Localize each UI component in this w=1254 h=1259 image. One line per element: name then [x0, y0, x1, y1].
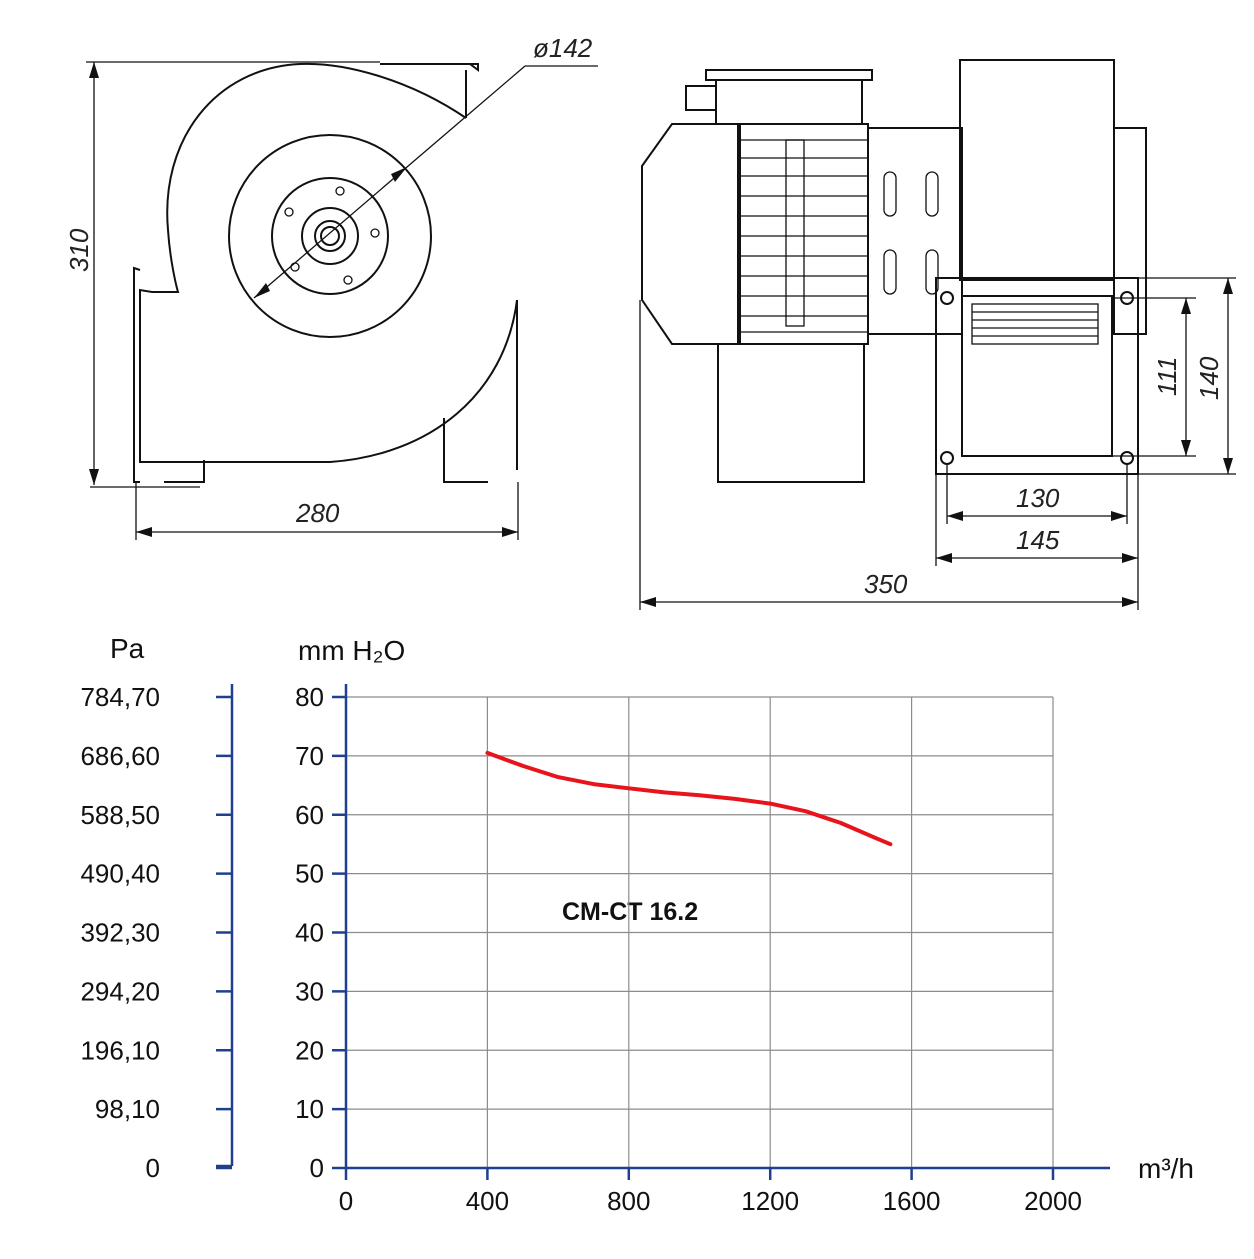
arrow-head: [640, 597, 656, 607]
arrow-head: [254, 283, 270, 298]
inlet-ring-mid: [271, 177, 389, 295]
y-tick-label: 40: [295, 918, 324, 948]
y-tick-label: 50: [295, 859, 324, 889]
x-tick-label: 400: [466, 1186, 509, 1216]
height-label: 310: [64, 228, 94, 272]
front-view-drawing: ø142 310 280: [64, 33, 598, 540]
bolt-hole: [290, 262, 300, 272]
cable-gland: [685, 85, 717, 111]
arrow-head: [1181, 440, 1191, 456]
outlet-inner-w-label: 130: [1016, 483, 1060, 513]
outlet-inner-h-label: 111: [1152, 356, 1182, 396]
arrow-head: [1223, 458, 1233, 474]
series-curve: [485, 750, 893, 847]
cooling-fins: [740, 139, 868, 333]
arrow-head: [1181, 298, 1191, 314]
volute-cheek: [133, 266, 141, 483]
pa-tick-label: 686,60: [80, 741, 160, 771]
arrow-head: [947, 511, 963, 521]
hub-plate: [301, 207, 359, 265]
flange-bolt: [940, 451, 954, 465]
y-tick-label: 10: [295, 1094, 324, 1124]
outlet-outer-w-label: 145: [1016, 525, 1060, 555]
diameter-leader: [253, 65, 526, 299]
x-tick-label: 1200: [741, 1186, 799, 1216]
side-view-drawing: 111 140 130 145 350: [639, 59, 1236, 610]
outlet-flange: [935, 277, 1139, 475]
right-foot: [443, 418, 488, 483]
bolt-hole: [343, 275, 353, 285]
pa-tick-label: 0: [146, 1153, 160, 1183]
arrow-head: [136, 527, 152, 537]
flange-bolt: [940, 291, 954, 305]
arrow-head: [1122, 597, 1138, 607]
shaft-ring: [314, 220, 346, 252]
y-tick-label: 20: [295, 1035, 324, 1065]
mmh2o-unit-label: mm H₂O: [298, 635, 405, 666]
pa-unit-label: Pa: [110, 633, 145, 664]
arrow-head: [89, 62, 99, 78]
length-label: 350: [864, 569, 908, 599]
tick-layer: 01020304050607080098,10196,10294,20392,3…: [80, 682, 1081, 1216]
pa-tick-label: 294,20: [80, 976, 160, 1006]
pa-tick-label: 784,70: [80, 682, 160, 712]
pa-tick-label: 490,40: [80, 859, 160, 889]
volute-housing: [139, 62, 518, 470]
arrow-head: [1111, 511, 1127, 521]
housing-back: [1113, 127, 1147, 335]
bolt-hole: [284, 207, 294, 217]
arrow-head: [1223, 278, 1233, 294]
y-tick-label: 0: [310, 1153, 324, 1183]
y-tick-label: 60: [295, 800, 324, 830]
left-foot: [164, 460, 205, 483]
flow-unit-label: m³/h: [1138, 1153, 1194, 1184]
housing-side: [959, 59, 1115, 281]
flange-bolt: [1120, 451, 1134, 465]
pa-tick-label: 98,10: [95, 1094, 160, 1124]
arrow-head: [502, 527, 518, 537]
impeller-blades: [971, 303, 1099, 345]
y-tick-label: 80: [295, 682, 324, 712]
curve-annotation: CM-CT 16.2: [562, 898, 698, 926]
outlet-outer-h-label: 140: [1194, 356, 1224, 400]
y-tick-label: 30: [295, 976, 324, 1006]
width-label: 280: [295, 498, 340, 528]
motor-end-cap: [641, 123, 741, 345]
arrow-head: [1122, 553, 1138, 563]
motor-flange: [867, 127, 963, 335]
shaft: [320, 226, 340, 246]
outlet-opening: [961, 295, 1113, 457]
series-layer: [485, 750, 893, 847]
arrow-head: [936, 553, 952, 563]
inlet-ring-outer: [228, 134, 432, 338]
diameter-label: ø142: [533, 33, 593, 63]
pa-tick-label: 588,50: [80, 800, 160, 830]
bolt-hole: [370, 228, 380, 238]
x-tick-label: 1600: [883, 1186, 941, 1216]
flange-slots: [883, 171, 939, 295]
pa-tick-label: 392,30: [80, 918, 160, 948]
performance-chart: Pa mm H₂O m³/h CM-CT 16.2 0 10 20 30 40 50 60 7…: [80, 633, 1194, 1216]
axis-layer: [216, 684, 1110, 1170]
capacitor-box: [717, 343, 865, 483]
x-tick-label: 2000: [1024, 1186, 1082, 1216]
x-tick-label: 800: [607, 1186, 650, 1216]
pa-tick-label: 196,10: [80, 1035, 160, 1065]
grid-layer: [346, 696, 1054, 1168]
x-tick-label: 0: [339, 1186, 353, 1216]
terminal-box-lid: [705, 69, 873, 81]
y-tick-label: 70: [295, 741, 324, 771]
outlet-flange-top: [380, 63, 479, 72]
motor-body: [737, 123, 869, 345]
bolt-hole: [335, 186, 345, 196]
terminal-box: [715, 79, 863, 125]
arrow-head: [89, 469, 99, 485]
arrow-head: [391, 167, 407, 182]
